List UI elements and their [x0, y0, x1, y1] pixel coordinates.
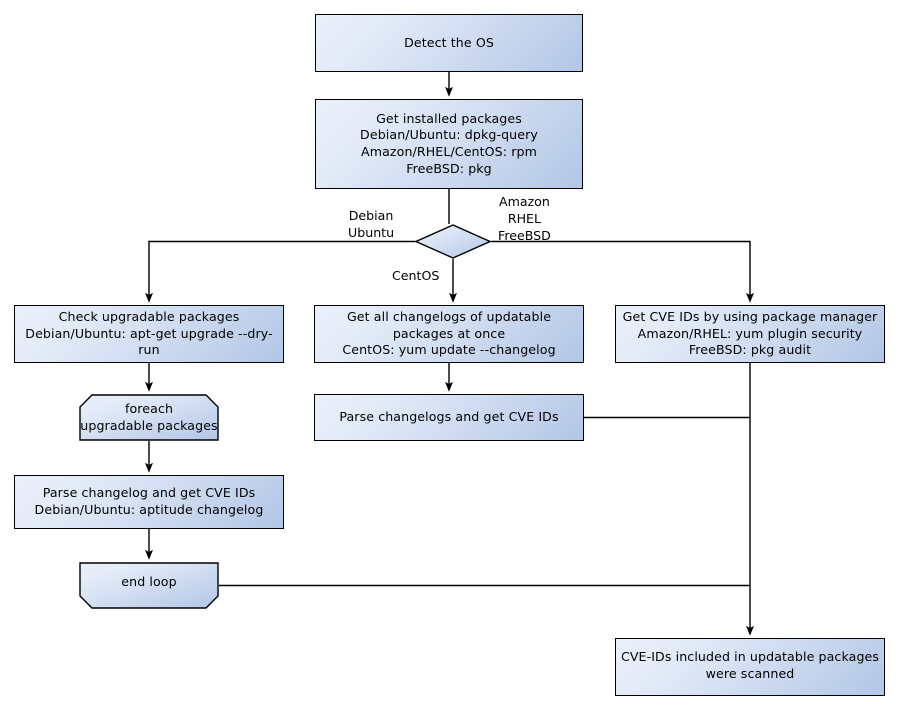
- edge-decision-to-check-upgradable: [145, 240, 415, 303]
- loop-start-shape: [79, 394, 219, 441]
- node-label: Parse changelog and get CVE IDs Debian/U…: [34, 485, 264, 517]
- node-get-installed-packages[interactable]: Get installed packages Debian/Ubuntu: dp…: [315, 99, 583, 189]
- os-decision-diamond: [414, 224, 492, 259]
- node-label: Get CVE IDs by using package manager Ama…: [622, 309, 878, 358]
- node-check-upgradable-packages[interactable]: Check upgradable packages Debian/Ubuntu:…: [14, 305, 284, 363]
- node-label: Parse changelogs and get CVE IDs: [339, 409, 559, 425]
- edge-label-centos: CentOS: [392, 268, 440, 283]
- node-get-cve-ids-package-manager[interactable]: Get CVE IDs by using package manager Ama…: [615, 305, 885, 363]
- node-get-all-changelogs[interactable]: Get all changelogs of updatable packages…: [314, 305, 584, 363]
- node-parse-changelogs-get-cve-ids[interactable]: Parse changelogs and get CVE IDs: [314, 394, 584, 441]
- edge-label-debian-ubuntu: Debian Ubuntu: [348, 208, 395, 240]
- node-label: Get all changelogs of updatable packages…: [342, 309, 556, 358]
- node-cve-ids-scanned[interactable]: CVE-IDs included in updatable packages w…: [615, 638, 885, 696]
- node-label: Check upgradable packages Debian/Ubuntu:…: [25, 309, 273, 358]
- node-detect-os[interactable]: Detect the OS: [315, 14, 583, 72]
- decision-diamond-shape: [414, 224, 492, 259]
- node-label: CVE-IDs included in updatable packages w…: [620, 649, 880, 681]
- node-parse-changelog-get-cve-ids[interactable]: Parse changelog and get CVE IDs Debian/U…: [14, 475, 284, 529]
- node-label: Get installed packages Debian/Ubuntu: dp…: [360, 110, 538, 176]
- node-foreach-upgradable-packages[interactable]: foreach upgradable packages: [79, 394, 219, 441]
- edge-decision-to-package-manager: [491, 240, 754, 303]
- node-label: end loop: [121, 573, 177, 589]
- edge-label-amazon-rhel-freebsd: Amazon RHEL FreeBSD: [498, 194, 551, 243]
- node-label: foreach upgradable packages: [80, 400, 218, 433]
- node-end-loop[interactable]: end loop: [79, 562, 219, 609]
- node-label: Detect the OS: [404, 34, 494, 50]
- loop-end-shape: [79, 562, 219, 609]
